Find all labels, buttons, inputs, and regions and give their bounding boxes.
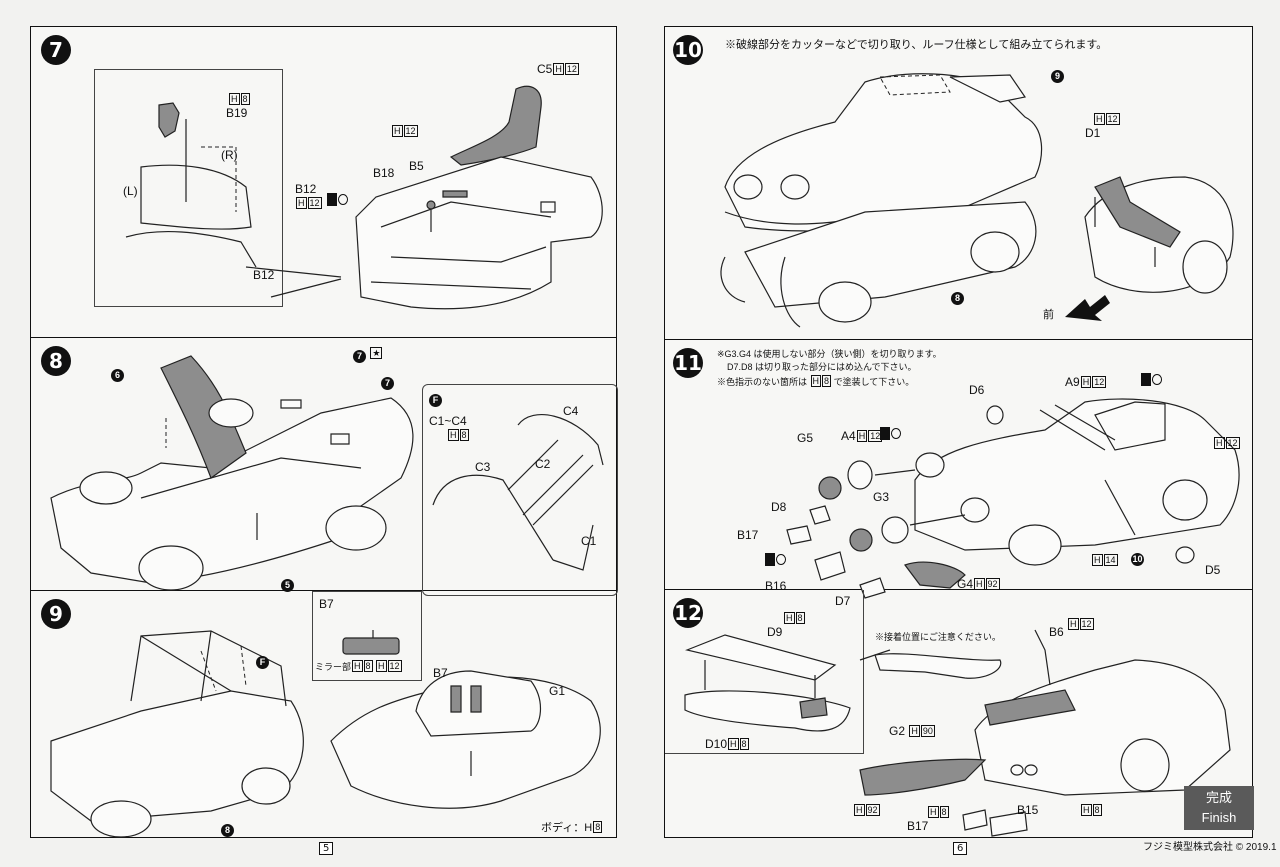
star-mark: ★ xyxy=(370,347,383,359)
step-12-illustration xyxy=(665,590,1254,837)
side-label-r: (R) xyxy=(221,148,238,162)
detail-inset xyxy=(94,69,283,307)
step-note: ※破線部分をカッターなどで切り取り、ルーフ仕様として組み立てられます。 xyxy=(725,39,1108,51)
part-label-g4: G4 xyxy=(957,577,974,591)
right-page: 10 ※破線部分をカッターなどで切り取り、ルーフ仕様として組み立てられます。 9… xyxy=(664,26,1254,855)
ref-step-6: 6 xyxy=(111,369,124,382)
page-number: 5 xyxy=(319,842,334,855)
inset-letter: F xyxy=(429,394,442,407)
part-label-g5: G5 xyxy=(797,431,814,445)
part-label-b7: B7 xyxy=(433,666,448,680)
part-label-g2: G2 xyxy=(889,724,906,738)
ref-step-7: 7 xyxy=(381,377,394,390)
part-label-d6: D6 xyxy=(969,383,985,397)
part-label-b7: B7 xyxy=(319,597,334,611)
part-label-c1: C1 xyxy=(581,534,597,548)
ref-step-7: 7 xyxy=(353,350,366,363)
part-range: C1~C4 xyxy=(429,414,467,428)
step-number: 7 xyxy=(41,35,71,65)
part-label-d9: D9 xyxy=(767,625,783,639)
part-label-b16: B16 xyxy=(765,579,787,593)
finish-badge: 完成 Finish xyxy=(1184,786,1254,830)
step-11-illustration xyxy=(665,340,1254,590)
page-number: 6 xyxy=(953,842,968,855)
part-label-d5: D5 xyxy=(1205,563,1221,577)
step-9-illustration xyxy=(31,591,618,837)
part-label-d7: D7 xyxy=(835,594,851,608)
part-label-c5: C5 xyxy=(537,62,553,76)
part-label-b19: B19 xyxy=(226,106,248,120)
part-label-c2: C2 xyxy=(535,457,551,471)
part-label-b18: B18 xyxy=(373,166,395,180)
left-page: 7 H 8 B19 (R) (L) B12 xyxy=(30,26,618,855)
part-label-d10: D10 xyxy=(705,737,728,751)
paint-mix-icon xyxy=(765,553,787,566)
roll-cage-illustration xyxy=(423,385,617,595)
part-label-b17: B17 xyxy=(907,819,929,833)
part-label-a4: A4 xyxy=(841,429,856,443)
part-label-g3: G3 xyxy=(873,490,890,504)
step-10-panel: 10 ※破線部分をカッターなどで切り取り、ルーフ仕様として組み立てられます。 9… xyxy=(665,27,1252,340)
footer-copyright: フジミ模型株式会社 © 2019.1 xyxy=(1143,842,1277,853)
step-number: 12 xyxy=(673,598,703,628)
step-8-illustration xyxy=(31,338,618,591)
part-label-d1: D1 xyxy=(1085,126,1101,140)
step-number: 11 xyxy=(673,348,703,378)
part-label-c3: C3 xyxy=(475,460,491,474)
ref-step-9: 9 xyxy=(1051,70,1064,83)
step-note: ※接着位置にご注意ください。 xyxy=(875,632,1001,642)
ref-step-5: 5 xyxy=(281,579,294,592)
part-label-b12: B12 xyxy=(295,182,317,196)
front-label: 前 xyxy=(1043,309,1054,321)
part-label-b12: B12 xyxy=(253,268,275,282)
step-8-panel: 8 6 7 ★ 7 5 F C1 xyxy=(31,338,618,596)
part-label-b15: B15 xyxy=(1017,803,1039,817)
part-label-c4: C4 xyxy=(563,404,579,418)
ref-f: F xyxy=(256,656,269,669)
step-number: 9 xyxy=(41,599,71,629)
paint-mix-icon xyxy=(327,193,349,206)
ref-step-8: 8 xyxy=(221,824,234,837)
part-label-b6: B6 xyxy=(1049,625,1064,639)
part-label-a9: A9 xyxy=(1065,375,1080,389)
step-7-illustration xyxy=(31,27,618,338)
part-label-g1: G1 xyxy=(549,684,566,698)
paint-mix-icon xyxy=(880,427,902,440)
part-label-b5: B5 xyxy=(409,159,424,173)
paint-mix-icon xyxy=(1141,373,1163,386)
part-label-b17: B17 xyxy=(737,528,759,542)
step-number: 8 xyxy=(41,346,71,376)
body-paint: ボディ：H xyxy=(541,822,593,834)
paint-code: H xyxy=(229,93,240,105)
ref-step-10: 10 xyxy=(1131,553,1144,566)
ref-step-8: 8 xyxy=(951,292,964,305)
step-number: 10 xyxy=(673,35,703,65)
step-10-illustration xyxy=(665,27,1254,340)
side-label-l: (L) xyxy=(123,184,138,198)
part-label-d8: D8 xyxy=(771,500,787,514)
step-11-panel: 11 ※G3.G4 は使用しない部分（狭い側）を切り取ります。 D7.D8 は切… xyxy=(665,340,1254,608)
